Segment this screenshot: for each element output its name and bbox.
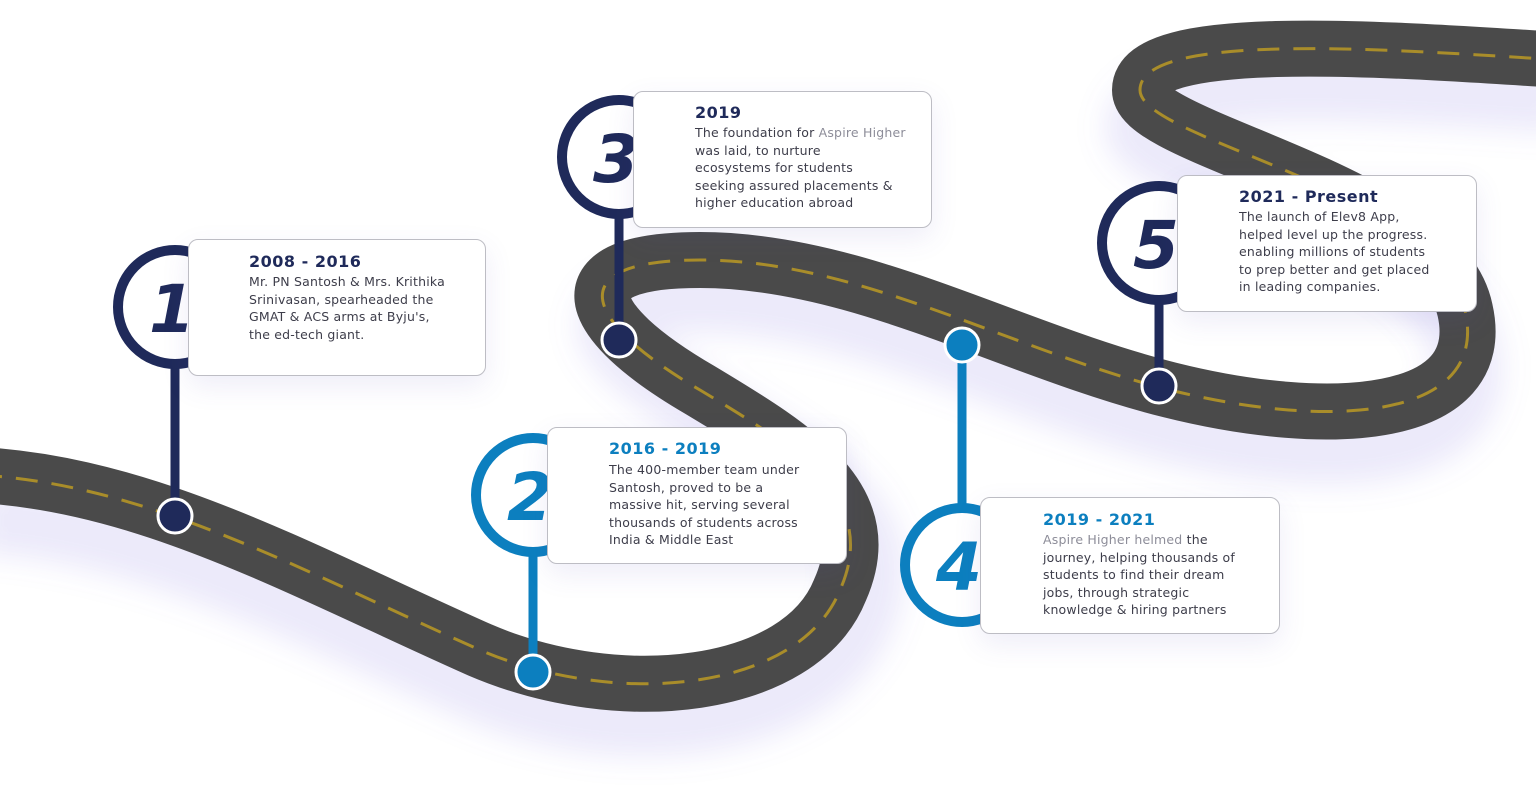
milestone-3-number: 3 [593, 121, 639, 198]
milestone-3-pin [600, 321, 638, 359]
milestone-4-year: 2019 - 2021 [1043, 510, 1156, 529]
milestone-3-card: 2019 The foundation for Aspire Higher wa… [633, 91, 932, 228]
aspire-higher-highlight: Aspire Higher helmed [1043, 532, 1183, 547]
milestone-5-pin [1140, 367, 1178, 405]
milestone-4-number: 4 [935, 529, 982, 606]
milestone-3-year: 2019 [695, 103, 742, 122]
milestone-1-pin [156, 497, 194, 535]
milestone-2-number: 2 [507, 459, 553, 536]
milestone-5-card: 2021 - Present The launch of Elev8 App, … [1177, 175, 1477, 312]
milestone-4-card: 2019 - 2021 Aspire Higher helmed the jou… [980, 497, 1280, 634]
milestone-2-year: 2016 - 2019 [609, 439, 722, 458]
milestone-2-card: 2016 - 2019 The 400-member team under Sa… [547, 427, 847, 564]
milestone-3-description: The foundation for Aspire Higher was lai… [695, 125, 906, 210]
milestone-1-description: Mr. PN Santosh & Mrs. Krithika Srinivasa… [249, 274, 445, 342]
milestone-1-number: 1 [149, 271, 195, 348]
milestone-1-year: 2008 - 2016 [249, 252, 362, 271]
milestone-4-pin [943, 326, 981, 364]
milestone-2-pin [514, 653, 552, 691]
milestone-5-description: The launch of Elev8 App, helped level up… [1239, 209, 1430, 294]
milestone-2-description: The 400-member team under Santosh, prove… [609, 462, 800, 547]
milestone-4-description: Aspire Higher helmed the journey, helpin… [1043, 532, 1235, 617]
aspire-higher-highlight: Aspire Higher [818, 125, 906, 140]
road-center-line [0, 47, 1536, 686]
milestone-1-card: 2008 - 2016 Mr. PN Santosh & Mrs. Krithi… [188, 239, 486, 376]
milestone-5-number: 5 [1133, 207, 1179, 284]
road-shadow [0, 51, 1536, 757]
milestone-5-year: 2021 - Present [1239, 187, 1379, 206]
